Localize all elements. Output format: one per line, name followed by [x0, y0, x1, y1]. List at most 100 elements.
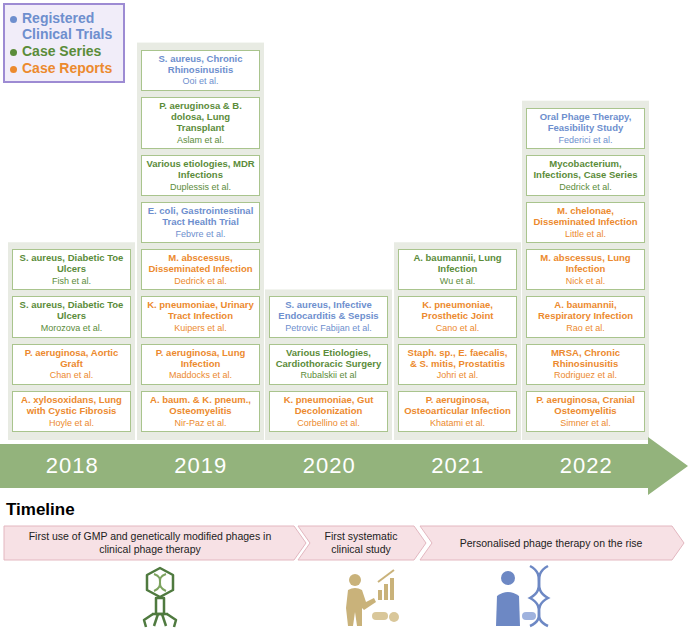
- study-title: A. xylosoxidans, Lung with Cystic Fibros…: [17, 395, 126, 417]
- study-card: S. aureus, Infective Endocarditis & Seps…: [269, 296, 388, 337]
- study-card: A. baumannii, Respiratory InfectionRao e…: [526, 296, 645, 337]
- study-card: M. abscessus, Disseminated InfectionDedr…: [141, 249, 260, 290]
- legend-item: Registered Clinical Trials: [10, 10, 118, 42]
- arrow-fill: [0, 437, 688, 495]
- study-authors: Rao et al.: [531, 323, 640, 333]
- study-authors: Wu et al.: [403, 276, 512, 286]
- year-panel: [394, 242, 521, 440]
- year-label: 2022: [522, 453, 651, 479]
- study-card: Mycobacterium, Infections, Case SeriesDe…: [526, 155, 645, 196]
- year-panel: [265, 289, 392, 440]
- study-authors: Maddocks et al.: [146, 370, 255, 380]
- study-title: MRSA, Chronic Rhinosinusitis: [531, 348, 640, 370]
- study-card: K. pneumoniae, Gut DecolonizationCorbell…: [269, 391, 388, 432]
- study-authors: Corbellino et al.: [274, 418, 383, 428]
- study-authors: Khatami et al.: [403, 418, 512, 428]
- study-authors: Nick et al.: [531, 276, 640, 286]
- phage-icon: [144, 568, 176, 627]
- legend-text: Case Series: [22, 43, 101, 59]
- study-card: A. xylosoxidans, Lung with Cystic Fibros…: [12, 391, 131, 432]
- clinical-study-icon: [346, 570, 399, 626]
- study-title: S. aureus, Diabetic Toe Ulcers: [17, 300, 126, 322]
- phase-chevron: First use of GMP and genetically modifie…: [4, 526, 306, 560]
- study-card: P. aeruginosa, Osteoarticular InfectionK…: [398, 391, 517, 432]
- study-authors: Johri et al.: [403, 370, 512, 380]
- study-title: P. aeruginosa, Cranial Osteomyelitis: [531, 395, 640, 417]
- chevron-fill: [4, 526, 306, 560]
- phase-text: First use of GMP and genetically modifie…: [4, 530, 306, 555]
- study-authors: Chan et al.: [17, 370, 126, 380]
- year-panels: [8, 43, 649, 440]
- phase-chevron: First systematic clinical study: [298, 526, 426, 560]
- study-card: Oral Phage Therapy, Feasibility StudyFed…: [526, 108, 645, 149]
- study-title: S. aureus, Chronic Rhinosinusitis: [146, 54, 255, 76]
- study-card: A. baum. & K. pneum., OsteomyelitisNir-P…: [141, 391, 260, 432]
- study-title: S. aureus, Diabetic Toe Ulcers: [17, 253, 126, 275]
- section-label: Timeline: [6, 500, 690, 520]
- year-label: 2021: [394, 453, 523, 479]
- year-label: 2020: [265, 453, 394, 479]
- study-authors: Hoyle et al.: [17, 418, 126, 428]
- legend-item: Case Series: [10, 43, 118, 59]
- study-card: P. aeruginosa, Lung InfectionMaddocks et…: [141, 344, 260, 385]
- study-card: E. coli, Gastrointestinal Tract Health T…: [141, 202, 260, 243]
- study-card: M. chelonae, Disseminated InfectionLittl…: [526, 202, 645, 243]
- study-card: S. aureus, Diabetic Toe UlcersMorozova e…: [12, 296, 131, 337]
- study-title: A. baumannii, Lung Infection: [403, 253, 512, 275]
- study-title: S. aureus, Infective Endocarditis & Seps…: [274, 300, 383, 322]
- study-title: Various etiologies, MDR Infections: [146, 159, 255, 181]
- personalised-therapy-icon: [496, 566, 548, 626]
- year-label: 2018: [8, 453, 137, 479]
- study-title: Various Etiologies, Cardiothoracic Surge…: [274, 348, 383, 370]
- year-panel: [137, 43, 264, 440]
- year-panel: [8, 242, 135, 440]
- study-authors: Rubalskii et al: [274, 370, 383, 380]
- chevron-fill: [420, 526, 684, 560]
- study-title: M. abscessus, Disseminated Infection: [146, 253, 255, 275]
- study-authors: Morozova et al.: [17, 323, 126, 333]
- study-card: S. aureus, Chronic RhinosinusitisOoi et …: [141, 50, 260, 91]
- study-authors: Nir-Paz et al.: [146, 418, 255, 428]
- study-title: P. aeruginosa, Lung Infection: [146, 348, 255, 370]
- study-title: K. pneumoniae, Urinary Tract Infection: [146, 300, 255, 322]
- legend-swatch: [10, 16, 17, 23]
- study-authors: Duplessis et al.: [146, 182, 255, 192]
- study-authors: Kuipers et al.: [146, 323, 255, 333]
- study-title: K. pneumoniae, Gut Decolonization: [274, 395, 383, 417]
- study-authors: Petrovic Fabijan et al.: [274, 323, 383, 333]
- study-authors: Cano et al.: [403, 323, 512, 333]
- phase-text: First systematic clinical study: [298, 530, 426, 555]
- chevron-fill: [298, 526, 426, 560]
- study-title: E. coli, Gastrointestinal Tract Health T…: [146, 206, 255, 228]
- study-card: P. aeruginosa & B. dolosa, Lung Transpla…: [141, 97, 260, 149]
- legend-text: Case Reports: [22, 60, 112, 76]
- study-title: P. aeruginosa, Osteoarticular Infection: [403, 395, 512, 417]
- study-authors: Aslam et al.: [146, 135, 255, 145]
- phase-text: Personalised phage therapy on the rise: [444, 537, 661, 550]
- study-authors: Ooi et al.: [146, 76, 255, 86]
- study-authors: Little et al.: [531, 229, 640, 239]
- legend-swatch: [10, 49, 17, 56]
- study-title: P. aeruginosa & B. dolosa, Lung Transpla…: [146, 101, 255, 134]
- timeline-arrow: 20182019202020212022: [0, 437, 690, 495]
- study-title: K. pneumoniae, Prosthetic Joint: [403, 300, 512, 322]
- study-card: Various Etiologies, Cardiothoracic Surge…: [269, 344, 388, 385]
- study-title: A. baumannii, Respiratory Infection: [531, 300, 640, 322]
- study-title: Mycobacterium, Infections, Case Series: [531, 159, 640, 181]
- study-authors: Febvre et al.: [146, 229, 255, 239]
- study-title: Staph. sp., E. faecalis, & S. mitis, Pro…: [403, 348, 512, 370]
- study-authors: Federici et al.: [531, 135, 640, 145]
- legend-swatch: [10, 66, 17, 73]
- study-card: S. aureus, Diabetic Toe UlcersFish et al…: [12, 249, 131, 290]
- study-authors: Rodriguez et al.: [531, 370, 640, 380]
- study-authors: Dedrick et al.: [531, 182, 640, 192]
- study-card: K. pneumoniae, Prosthetic JointCano et a…: [398, 296, 517, 337]
- study-title: A. baum. & K. pneum., Osteomyelitis: [146, 395, 255, 417]
- phase-chevron: Personalised phage therapy on the rise: [420, 526, 684, 560]
- study-card: P. aeruginosa, Cranial OsteomyelitisSimn…: [526, 391, 645, 432]
- study-title: P. aeruginosa, Aortic Graft: [17, 348, 126, 370]
- year-panel: [522, 101, 649, 440]
- study-card: MRSA, Chronic RhinosinusitisRodriguez et…: [526, 344, 645, 385]
- study-card: Various etiologies, MDR InfectionsDuples…: [141, 155, 260, 196]
